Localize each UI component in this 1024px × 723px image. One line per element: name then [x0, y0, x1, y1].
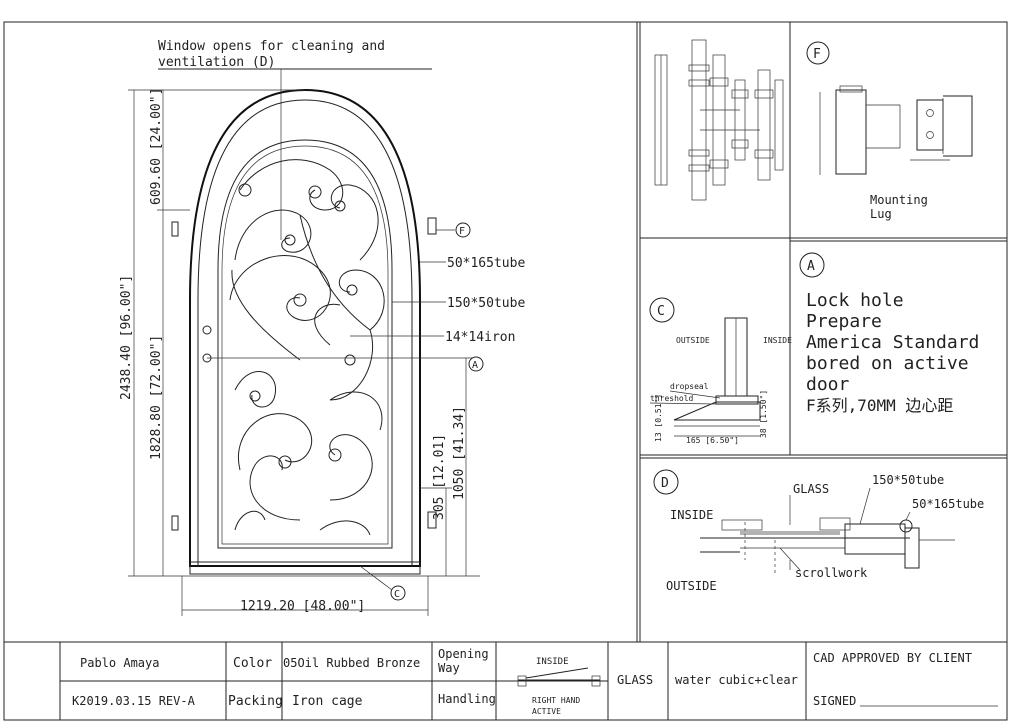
swing-inside: INSIDE	[536, 657, 569, 667]
threshold-dim-width: 165 [6.50"]	[686, 436, 739, 445]
door-inner-frame	[197, 99, 413, 566]
lock-line6: F系列,70MM 边心距	[806, 396, 953, 415]
window-note-line2: ventilation (D)	[158, 55, 275, 70]
threshold-outside: OUTSIDE	[676, 336, 710, 345]
approval-text: CAD APPROVED BY CLIENT	[813, 651, 972, 665]
dim-width: 1219.20 [48.00"]	[240, 599, 365, 614]
panel-d-window-section: D INSIDE OUTSIDE GLASS 150*50tube 50*165…	[653, 469, 984, 593]
section-scrollwork: scrollwork	[795, 566, 868, 580]
threshold-inside: INSIDE	[763, 336, 792, 345]
callout-tube-50: 150*50tube	[447, 296, 525, 311]
customer-name: Pablo Amaya	[80, 656, 159, 670]
dim-arch: 609.60 [24.00"]	[149, 88, 164, 205]
swing-line1: RIGHT HAND	[532, 696, 580, 705]
dropseal-label: dropseal	[670, 382, 709, 391]
lock-line4: bored on active	[806, 353, 969, 374]
packing-value: Iron cage	[292, 694, 363, 709]
window-note-line1: Window opens for cleaning and	[158, 39, 385, 54]
marker-a: A	[807, 259, 815, 274]
marker-d: D	[661, 476, 669, 491]
hinge-detail-panel	[654, 39, 784, 201]
section-tube-150: 150*50tube	[872, 473, 944, 487]
section-glass: GLASS	[793, 482, 829, 496]
threshold-dim-right: 38 [1.50"]	[759, 390, 768, 438]
door-outer-frame	[189, 88, 421, 567]
threshold-dim-left: 13 [0.51"]	[654, 394, 663, 442]
marker-c-main: C	[394, 589, 400, 600]
threshold-label: threshold	[650, 394, 694, 403]
color-value: 05Oil Rubbed Bronze	[283, 656, 420, 670]
handling-label: Handling	[438, 692, 496, 706]
glass-label: GLASS	[617, 673, 653, 687]
marker-f: F	[813, 47, 821, 62]
callout-tube-165: 50*165tube	[447, 256, 525, 271]
marker-a-main: A	[472, 360, 478, 371]
signed-label: SIGNED	[813, 694, 856, 708]
callout-iron: 14*14iron	[445, 330, 515, 345]
lock-line2: Prepare	[806, 311, 882, 332]
mounting-lug-line1: Mounting	[870, 193, 928, 207]
scrollwork	[229, 159, 385, 536]
sheet-frame	[3, 21, 1008, 721]
dim-lock-height: 1050 [41.34]	[452, 406, 467, 500]
lock-line3: America Standard	[806, 332, 979, 353]
section-tube-50: 50*165tube	[912, 497, 984, 511]
glass-value: water cubic+clear	[675, 673, 798, 687]
revision: K2019.03.15 REV-A	[72, 694, 196, 708]
door-swing-icon: INSIDE RIGHT HAND ACTIVE	[517, 657, 601, 716]
section-inside: INSIDE	[670, 508, 713, 522]
mounting-lug-line2: Lug	[870, 207, 892, 221]
title-block: Pablo Amaya K2019.03.15 REV-A Color 05Oi…	[59, 642, 998, 720]
dim-bottom: 305 [12.01]	[432, 434, 447, 520]
lock-line5: door	[806, 374, 850, 395]
dim-glass-height: 1828.80 [72.00"]	[149, 335, 164, 460]
glass-panel	[217, 139, 393, 549]
panel-c-threshold: C OUTSIDE INSIDE dropseal threshold 165 …	[649, 297, 792, 445]
door-elevation: Window opens for cleaning and ventilatio…	[119, 39, 525, 616]
dim-total-height: 2438.40 [96.00"]	[119, 275, 134, 400]
swing-line2: ACTIVE	[532, 707, 561, 716]
section-outside: OUTSIDE	[666, 579, 717, 593]
marker-c: C	[657, 304, 665, 319]
color-label: Color	[233, 656, 272, 671]
marker-f-main: F	[459, 226, 465, 237]
panel-a-lock-hole: A Lock hole Prepare America Standard bor…	[799, 252, 979, 415]
panel-f-mounting-lug: F Mounting Lug	[806, 41, 973, 221]
lock-line1: Lock hole	[806, 290, 904, 311]
packing-label: Packing	[228, 694, 283, 709]
